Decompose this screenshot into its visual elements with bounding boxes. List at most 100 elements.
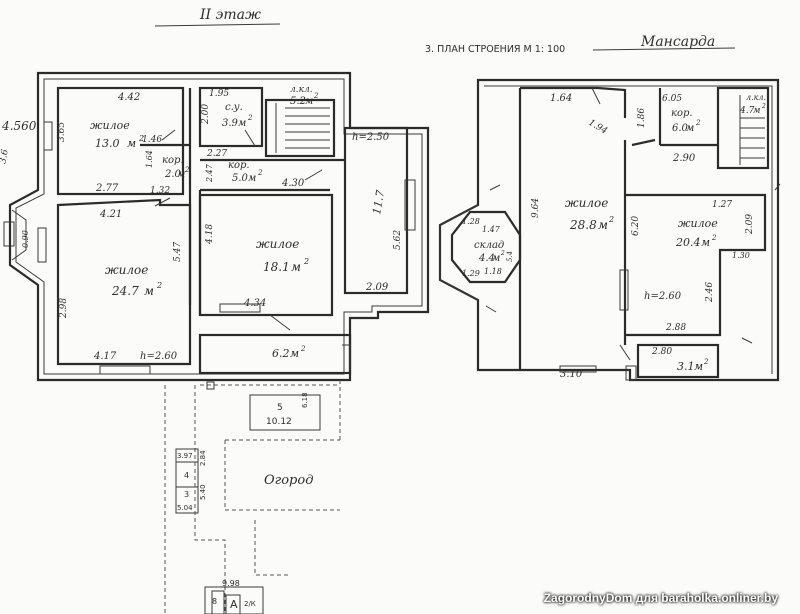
svg-text:м: м (248, 173, 256, 184)
a-side: 8 (212, 597, 217, 606)
bigroom-name: жилое (105, 263, 148, 277)
f2-outer-width: 4.560 (1, 119, 37, 133)
svg-text:м: м (753, 106, 760, 116)
room1-area: 13.0 (95, 137, 120, 150)
room2-e: 2.46 (705, 282, 715, 303)
a-fraction: 2/К (244, 600, 256, 608)
corr1-bottom: 1.32 (150, 186, 170, 196)
room2-d: 1.30 (732, 251, 750, 260)
stair-area: 5.2 (290, 96, 306, 107)
store-name: склад (474, 240, 504, 251)
b5-height: 6.18 (301, 392, 309, 408)
room2-f: 2.88 (665, 323, 686, 333)
svg-text:м: м (290, 347, 299, 360)
bigroom-side: 2.98 (59, 298, 69, 319)
corr2-name: кор. (228, 160, 250, 171)
floor2-heading: II этаж (199, 7, 261, 23)
svg-text:м: м (492, 253, 500, 264)
attic-corr-n: 1.86 (637, 108, 647, 128)
corr1-width: 1.46 (142, 135, 162, 145)
a-width: 9.98 (222, 579, 240, 588)
svg-text:м: м (305, 96, 313, 107)
right-area: 11.7 (370, 189, 387, 215)
bath-height: 2.00 (201, 104, 211, 125)
svg-text:2: 2 (300, 345, 306, 353)
bigroom-side2: 5.47 (173, 242, 183, 262)
room2-b: 1.27 (712, 200, 732, 210)
floor2-plan (3, 71, 430, 382)
svg-text:2: 2 (184, 166, 190, 174)
svg-text:2: 2 (247, 114, 253, 122)
corr1-name: кор. (162, 155, 184, 166)
bath-name: с.у. (225, 102, 243, 113)
attic-stair-name: л.кл. (746, 93, 766, 102)
room1-width: 4.42 (117, 92, 140, 103)
bigroom-top: 4.21 (99, 209, 122, 220)
bigroom-bottom: 4.17 (93, 351, 117, 362)
b4-height: 2.84 (199, 450, 207, 466)
store-a: 1.28 (462, 217, 480, 226)
store-d: 1.18 (484, 267, 502, 276)
svg-text:2: 2 (257, 169, 263, 177)
b4-width: 3.97 (177, 452, 193, 460)
svg-text:2: 2 (695, 119, 701, 127)
site-plan (164, 380, 341, 614)
room2-h: h=2.60 (644, 291, 682, 302)
right-height: h=2.50 (352, 132, 390, 143)
plan-heading: 3. ПЛАН СТРОЕНИЯ М 1: 100 (425, 44, 565, 55)
svg-text:2: 2 (711, 234, 717, 242)
svg-text:2: 2 (138, 134, 144, 143)
right-bottom: 2.09 (365, 282, 389, 293)
attic-corr-bottom: 2.90 (672, 153, 696, 164)
svg-text:м: м (694, 360, 703, 373)
bigroom-bay: 0.90 (21, 230, 30, 248)
attic-heading: Мансарда (640, 34, 715, 50)
watermark: ZagorodnyDom для baraholka.onliner.by (543, 591, 778, 605)
b3-id: 3 (184, 490, 189, 499)
svg-text:2: 2 (703, 358, 709, 366)
attic-main-name: жилое (565, 196, 608, 210)
b3-height: 5.40 (199, 484, 207, 500)
center-bottom: 4.34 (243, 298, 266, 309)
room2-area: 20.4 (675, 236, 701, 249)
svg-text:2: 2 (156, 281, 162, 290)
store-c: 1.29 (462, 269, 480, 278)
attic-corr-area: 6.0 (672, 123, 689, 134)
center-name: жилое (256, 237, 299, 251)
store-e: 5.4 (506, 251, 514, 262)
a-label: А (230, 598, 238, 611)
corr2-width: 2.27 (206, 149, 227, 159)
bath-width: 1.95 (209, 89, 229, 99)
svg-text:2: 2 (313, 92, 319, 100)
svg-text:м: м (686, 123, 694, 134)
right-side: 5.62 (393, 230, 403, 250)
attic-main-top: 1.64 (550, 93, 572, 104)
attic-main-area: 28.8 (569, 218, 597, 232)
svg-text:2: 2 (761, 103, 766, 110)
svg-text:2: 2 (500, 250, 505, 257)
room1-bottom: 2.77 (95, 183, 119, 194)
bath-area: 3.9 (222, 118, 239, 129)
b4-id: 4 (184, 471, 189, 480)
room2-side: 6.20 (631, 216, 641, 236)
b5-id: 5 (277, 403, 283, 413)
veranda-area: 6.2 (272, 347, 290, 360)
attic-plan (438, 78, 781, 382)
attic-stair-area: 4.7 (739, 106, 755, 116)
attic-corr-name: кор. (671, 108, 693, 119)
f2-left-edge: 3.6 (0, 148, 11, 164)
room1-name: жилое (90, 119, 130, 132)
attic-main-side: 9.64 (531, 198, 541, 218)
b3-width: 5.04 (177, 504, 193, 512)
corr2-height: 2.47 (205, 163, 214, 183)
stair-name: л.кл. (290, 85, 313, 95)
svg-text:м: м (144, 284, 154, 298)
corr1-height: 1.64 (145, 150, 154, 168)
svg-text:м: м (238, 118, 246, 129)
corr1-area: 2.0 (164, 169, 182, 180)
small-area: 3.1 (677, 360, 695, 373)
svg-text:м: м (177, 169, 185, 180)
svg-text:м: м (701, 236, 710, 249)
